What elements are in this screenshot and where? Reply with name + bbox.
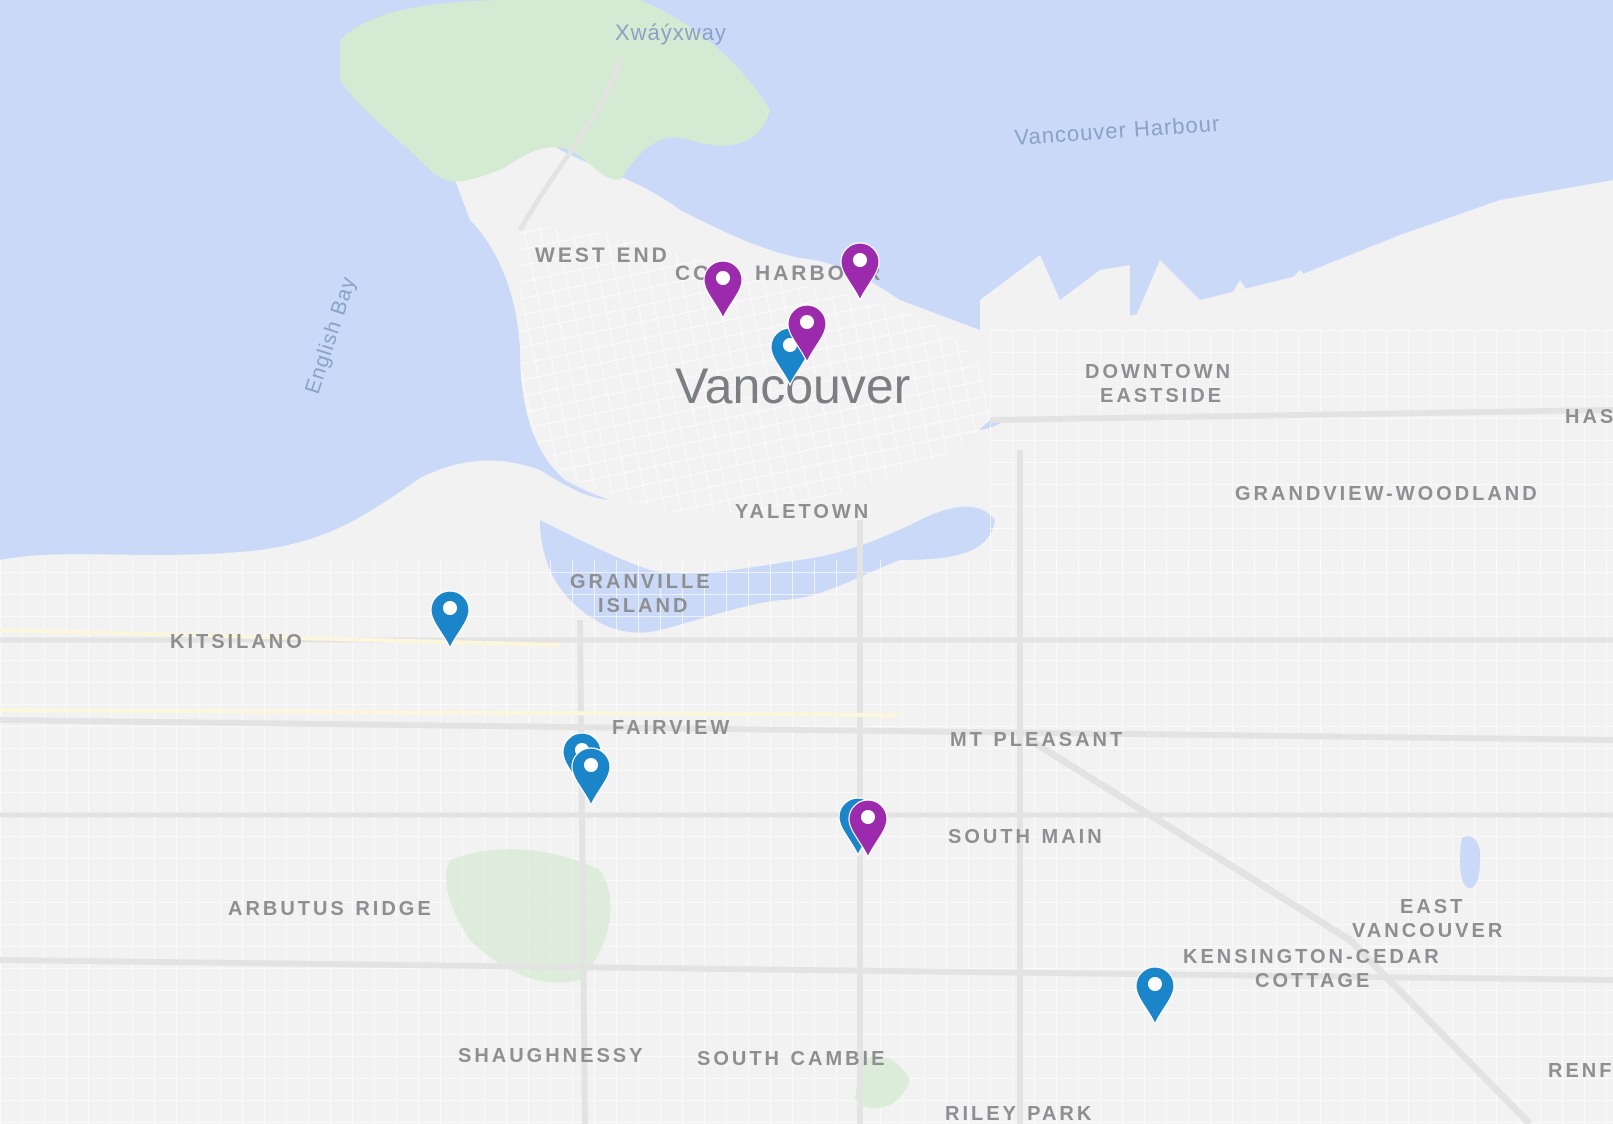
marker-layer — [430, 242, 1175, 1026]
pin-center-dot — [584, 758, 598, 772]
pin-center-dot — [861, 810, 875, 824]
label-riley-park: RILEY PARK — [945, 1103, 1094, 1124]
pin-fairview-2[interactable] — [571, 747, 611, 807]
pin-center-dot — [443, 601, 457, 615]
park-shaughnessy — [446, 849, 611, 983]
label-south-main: SOUTH MAIN — [948, 826, 1105, 848]
location-pin-icon — [430, 590, 470, 650]
park-north — [340, 0, 770, 182]
major-roads — [0, 59, 1613, 1124]
label-granville-island-1: GRANVILLE — [570, 571, 713, 593]
pin-kitsilano[interactable] — [430, 590, 470, 650]
label-arbutus-ridge: ARBUTUS RIDGE — [228, 898, 434, 920]
location-pin-icon — [571, 747, 611, 807]
location-pin-icon — [787, 304, 827, 364]
label-downtown-eastside-1: DOWNTOWN — [1085, 361, 1233, 383]
street-grid-south — [0, 560, 1613, 1124]
pin-center-dot — [716, 271, 730, 285]
pin-downtown-purple[interactable] — [787, 304, 827, 364]
pin-center-dot — [853, 253, 867, 267]
park-lake-east — [1460, 836, 1481, 889]
location-pin-icon — [840, 242, 880, 302]
label-grandview-woodland: GRANDVIEW-WOODLAND — [1235, 483, 1540, 505]
park-queen-elizabeth — [855, 1056, 910, 1109]
label-kensington-2: COTTAGE — [1255, 970, 1372, 992]
label-downtown-eastside-2: EASTSIDE — [1100, 385, 1224, 407]
label-renf: RENF — [1548, 1060, 1613, 1082]
label-yaletown: YALETOWN — [735, 501, 871, 523]
pin-center-dot — [1148, 977, 1162, 991]
street-grid-downtown — [520, 227, 990, 515]
pin-center-dot — [800, 315, 814, 329]
pin-coal-harbour-1[interactable] — [703, 260, 743, 320]
pin-center-dot — [783, 338, 797, 352]
label-kitsilano: KITSILANO — [170, 631, 305, 653]
location-pin-icon — [848, 799, 888, 859]
pin-kensington[interactable] — [1135, 966, 1175, 1026]
label-east-vancouver-2: VANCOUVER — [1352, 920, 1505, 942]
label-has: HAS — [1565, 406, 1613, 428]
pin-cambie-purple[interactable] — [848, 799, 888, 859]
label-west-end: WEST END — [535, 244, 670, 267]
label-east-vancouver-1: EAST — [1400, 896, 1465, 918]
label-south-cambie: SOUTH CAMBIE — [697, 1048, 887, 1070]
arterial-yellow — [0, 628, 901, 717]
label-kensington-1: KENSINGTON-CEDAR — [1183, 946, 1442, 968]
label-granville-island-2: ISLAND — [598, 595, 690, 617]
street-grid-east — [990, 330, 1613, 570]
label-mt-pleasant: MT PLEASANT — [950, 729, 1125, 751]
pin-coal-harbour-2[interactable] — [840, 242, 880, 302]
label-xwayxway: Xwáýxway — [615, 20, 727, 45]
label-shaughnessy: SHAUGHNESSY — [458, 1045, 645, 1067]
location-pin-icon — [703, 260, 743, 320]
label-fairview: FAIRVIEW — [612, 717, 732, 739]
location-pin-icon — [1135, 966, 1175, 1026]
